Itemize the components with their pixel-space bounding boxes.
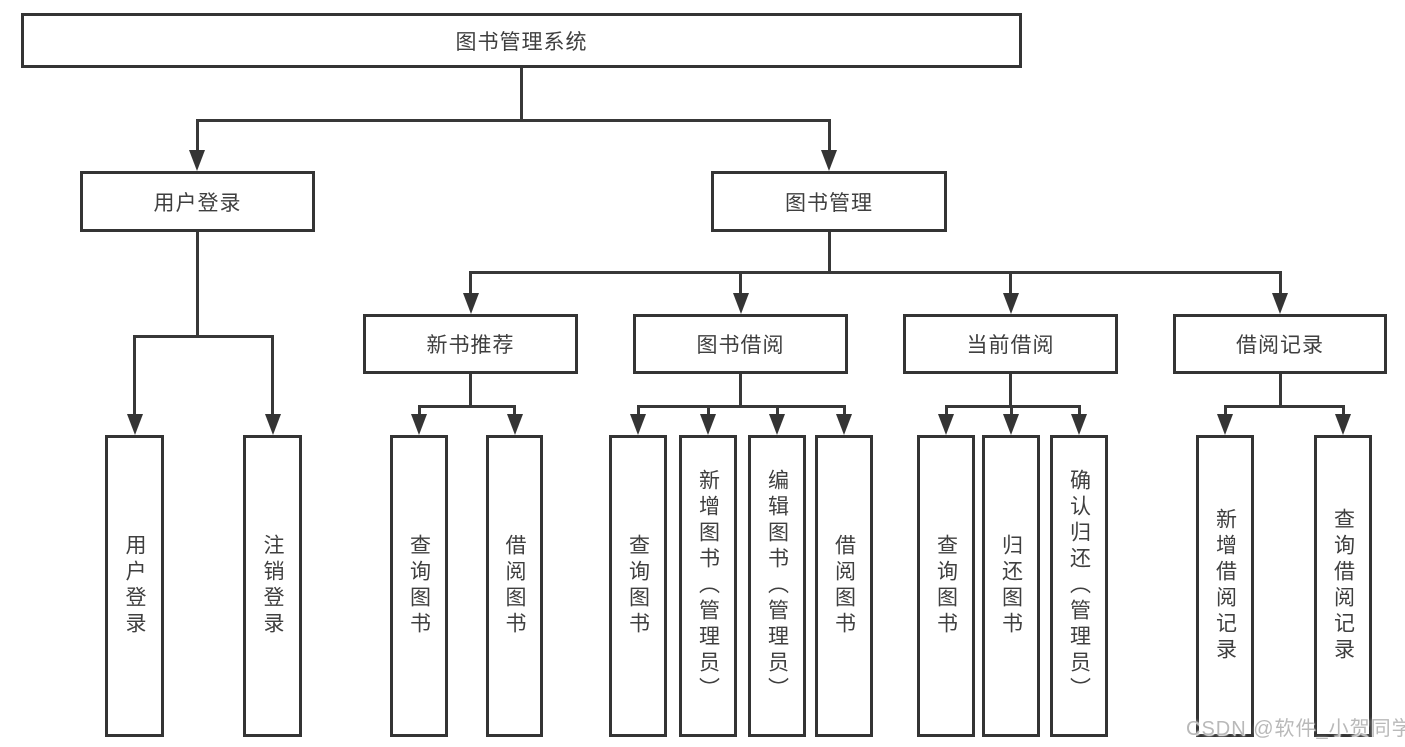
- connector-vertical-line: [775, 406, 779, 414]
- connector-vertical-line: [520, 68, 523, 122]
- connector-vertical-line: [739, 272, 742, 293]
- connector-horizontal-line: [944, 404, 1081, 408]
- connector-horizontal-line: [469, 270, 1282, 274]
- connector-vertical-line: [1278, 374, 1282, 408]
- node-book-borrowing: 图书借阅: [633, 314, 848, 374]
- connector-horizontal-line: [195, 118, 831, 122]
- leaf-query-borrow-record: 查询借阅记录: [1314, 435, 1372, 737]
- connector-vertical-line: [944, 406, 948, 414]
- connector-vertical-line: [1278, 272, 1282, 293]
- connector-vertical-line: [513, 406, 516, 414]
- connector-vertical-line: [842, 406, 846, 414]
- leaf-add-books-admin: 新增图书（管理员）: [679, 435, 737, 737]
- arrowhead-down-icon: [630, 414, 646, 435]
- leaf-query-books-current-label: 查询图书: [934, 534, 958, 638]
- connector-vertical-line: [636, 406, 640, 414]
- node-user-login: 用户登录: [80, 171, 315, 232]
- connector-vertical-line: [469, 272, 472, 293]
- leaf-borrow-books-borrowing-label: 借阅图书: [832, 534, 856, 638]
- leaf-add-books-admin-label: 新增图书（管理员）: [696, 469, 720, 703]
- arrowhead-down-icon: [189, 150, 205, 171]
- leaf-borrow-books-recommend-label: 借阅图书: [503, 534, 526, 638]
- node-borrowing-records: 借阅记录: [1173, 314, 1387, 374]
- arrowhead-down-icon: [938, 414, 954, 435]
- connector-horizontal-line: [1223, 404, 1345, 408]
- connector-vertical-line: [1009, 406, 1013, 414]
- connector-vertical-line: [1077, 406, 1081, 414]
- leaf-query-books-borrowing: 查询图书: [609, 435, 667, 737]
- arrowhead-down-icon: [836, 414, 852, 435]
- arrowhead-down-icon: [700, 414, 716, 435]
- connector-vertical-line: [1009, 374, 1012, 408]
- connector-vertical-line: [271, 336, 274, 414]
- arrowhead-down-icon: [264, 414, 281, 435]
- node-root: 图书管理系统: [21, 13, 1022, 68]
- leaf-query-books-recommend-label: 查询图书: [407, 534, 431, 638]
- arrowhead-down-icon: [1071, 414, 1087, 435]
- leaf-user-login-label: 用户登录: [123, 534, 146, 638]
- connector-horizontal-line: [636, 404, 846, 408]
- leaf-return-books: 归还图书: [982, 435, 1040, 737]
- arrowhead-down-icon: [506, 414, 523, 435]
- connector-horizontal-line: [417, 404, 516, 408]
- leaf-query-books-current: 查询图书: [917, 435, 975, 737]
- arrowhead-down-icon: [821, 150, 837, 171]
- leaf-logout: 注销登录: [243, 435, 302, 737]
- arrowhead-down-icon: [462, 293, 479, 314]
- leaf-return-books-label: 归还图书: [999, 534, 1023, 638]
- leaf-borrow-books-recommend: 借阅图书: [486, 435, 543, 737]
- node-new-book-recommend: 新书推荐: [363, 314, 578, 374]
- connector-vertical-line: [1009, 272, 1012, 293]
- arrowhead-down-icon: [411, 414, 427, 435]
- leaf-edit-books-admin: 编辑图书（管理员）: [748, 435, 806, 737]
- node-user-login-label: 用户登录: [153, 191, 242, 215]
- node-book-management: 图书管理: [711, 171, 947, 232]
- connector-vertical-line: [1223, 406, 1227, 414]
- connector-vertical-line: [195, 232, 199, 338]
- arrowhead-down-icon: [1335, 414, 1351, 435]
- arrowhead-down-icon: [1217, 414, 1233, 435]
- leaf-confirm-return-admin-label: 确认归还（管理员）: [1067, 469, 1091, 703]
- connector-vertical-line: [469, 374, 472, 408]
- connector-vertical-line: [739, 374, 742, 408]
- connector-horizontal-line: [133, 334, 274, 338]
- leaf-edit-books-admin-label: 编辑图书（管理员）: [765, 469, 789, 703]
- leaf-query-borrow-record-label: 查询借阅记录: [1331, 508, 1355, 664]
- watermark: CSDN @软件_小贺同学: [1186, 718, 1405, 740]
- node-root-label: 图书管理系统: [455, 30, 588, 54]
- node-current-borrowing-label: 当前借阅: [966, 334, 1055, 357]
- arrowhead-down-icon: [769, 414, 785, 435]
- connector-vertical-line: [417, 406, 421, 414]
- leaf-add-borrow-record: 新增借阅记录: [1196, 435, 1254, 737]
- node-book-management-label: 图书管理: [785, 191, 873, 215]
- arrowhead-down-icon: [732, 293, 749, 314]
- node-current-borrowing: 当前借阅: [903, 314, 1118, 374]
- arrowhead-down-icon: [1002, 293, 1019, 314]
- node-borrowing-records-label: 借阅记录: [1236, 334, 1324, 357]
- connector-vertical-line: [706, 406, 710, 414]
- node-new-book-recommend-label: 新书推荐: [426, 334, 515, 357]
- connector-vertical-line: [133, 336, 136, 414]
- connector-vertical-line: [1341, 406, 1345, 414]
- leaf-borrow-books-borrowing: 借阅图书: [815, 435, 873, 737]
- leaf-user-login: 用户登录: [105, 435, 164, 737]
- connector-vertical-line: [827, 232, 831, 274]
- arrowhead-down-icon: [1272, 293, 1288, 314]
- connector-vertical-line: [827, 120, 831, 150]
- node-book-borrowing-label: 图书借阅: [696, 334, 785, 357]
- arrowhead-down-icon: [126, 414, 143, 435]
- leaf-confirm-return-admin: 确认归还（管理员）: [1050, 435, 1108, 737]
- leaf-logout-label: 注销登录: [261, 534, 284, 638]
- arrowhead-down-icon: [1003, 414, 1019, 435]
- leaf-query-books-borrowing-label: 查询图书: [626, 534, 650, 638]
- leaf-query-books-recommend: 查询图书: [390, 435, 448, 737]
- connector-vertical-line: [195, 120, 199, 150]
- leaf-add-borrow-record-label: 新增借阅记录: [1213, 508, 1237, 664]
